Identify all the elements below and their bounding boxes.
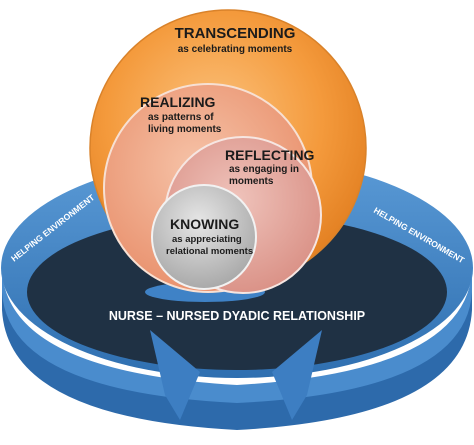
reflecting-title: REFLECTING <box>225 147 315 163</box>
dyadic-relationship-label: NURSE – NURSED DYADIC RELATIONSHIP <box>109 309 365 323</box>
reflecting-subtitle-line1: as engaging in <box>229 164 299 175</box>
realizing-subtitle-line2: living moments <box>148 124 222 135</box>
realizing-title: REALIZING <box>140 94 216 110</box>
transcending-subtitle: as celebrating moments <box>178 44 293 55</box>
knowing-circle <box>151 184 257 290</box>
ring-arrow-left-icon <box>150 330 200 420</box>
knowing-subtitle-line1: as appreciating <box>172 234 242 245</box>
realizing-subtitle-line1: as patterns of <box>148 112 214 123</box>
ring-front-band <box>2 285 472 430</box>
knowing-subtitle-line2: relational moments <box>166 246 253 257</box>
ring-front-band-top <box>2 272 472 403</box>
ring-arrow-right-icon <box>272 330 322 420</box>
transcending-title: TRANSCENDING <box>175 25 296 42</box>
knowing-title: KNOWING <box>170 216 239 232</box>
reflecting-subtitle-line2: moments <box>229 176 274 187</box>
